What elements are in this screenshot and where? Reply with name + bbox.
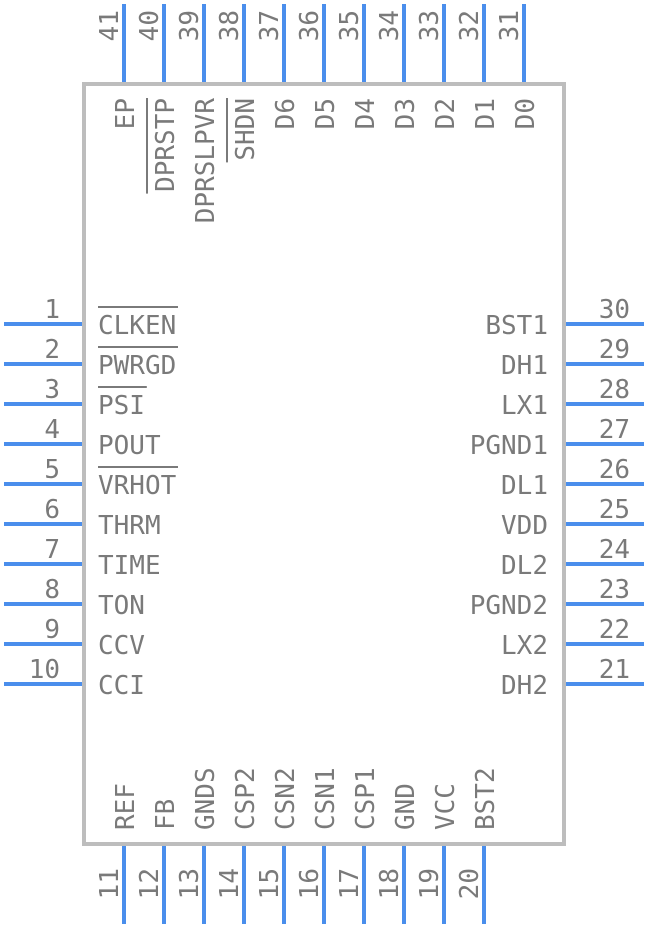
pin-19-number: 19	[415, 868, 445, 899]
pin-24-number: 24	[599, 535, 630, 565]
pin-26-number: 26	[599, 455, 630, 485]
pin-1-label: CLKEN	[98, 311, 176, 341]
pin-20-label: BST2	[471, 767, 501, 830]
pins-layer	[4, 4, 644, 924]
pin-39-number: 39	[175, 10, 205, 41]
pin-17-label: CSP1	[351, 767, 381, 830]
pin-14-label: CSP2	[231, 767, 261, 830]
pin-7-label: TIME	[98, 551, 161, 581]
pin-1-number: 1	[44, 295, 60, 325]
pin-11-number: 11	[95, 868, 125, 899]
pin-33-label: D2	[431, 98, 461, 129]
pin-13-label: GNDS	[191, 767, 221, 830]
pin-6-label: THRM	[98, 511, 161, 541]
pin-29-label: DH1	[501, 351, 548, 381]
pin-34-number: 34	[375, 10, 405, 41]
pin-30-number: 30	[599, 295, 630, 325]
pin-33-number: 33	[415, 10, 445, 41]
pin-23-number: 23	[599, 575, 630, 605]
pin-4-label: POUT	[98, 431, 161, 461]
pin-8-number: 8	[44, 575, 60, 605]
pin-34-label: D3	[391, 98, 421, 129]
pin-5-label: VRHOT	[98, 471, 177, 501]
pin-13-number: 13	[175, 868, 205, 899]
pin-18-label: GND	[391, 783, 421, 830]
pin-5-number: 5	[44, 455, 60, 485]
pin-25-number: 25	[599, 495, 630, 525]
pin-7-number: 7	[44, 535, 60, 565]
pin-9-number: 9	[44, 615, 60, 645]
pin-22-number: 22	[599, 615, 630, 645]
pin-24-label: DL2	[501, 551, 548, 581]
pin-36-label: D5	[311, 98, 341, 129]
pin-20-number: 20	[455, 868, 485, 899]
pin-12-label: FB	[151, 799, 181, 830]
pin-8-label: TON	[98, 591, 145, 621]
pin-9-label: CCV	[98, 631, 145, 661]
pin-16-number: 16	[295, 868, 325, 899]
pin-3-number: 3	[44, 375, 60, 405]
pin-30-label: BST1	[485, 311, 548, 341]
pin-35-number: 35	[335, 10, 365, 41]
pin-23-label: PGND2	[470, 591, 548, 621]
pin-22-label: LX2	[501, 631, 548, 661]
pin-37-number: 37	[255, 10, 285, 41]
pin-6-number: 6	[44, 495, 60, 525]
ic-body	[82, 82, 566, 846]
pin-38-label: SHDN	[231, 98, 261, 161]
pin-27-label: PGND1	[470, 431, 548, 461]
pin-4-number: 4	[44, 415, 60, 445]
pin-38-number: 38	[215, 10, 245, 41]
pin-41-number: 41	[95, 10, 125, 41]
pin-2-label: PWRGD	[98, 351, 176, 381]
pin-39-label: DPRSLPVR	[191, 98, 221, 224]
pin-32-number: 32	[455, 10, 485, 41]
pin-26-label: DL1	[501, 471, 548, 501]
pin-15-label: CSN2	[271, 767, 301, 830]
pin-31-number: 31	[495, 10, 525, 41]
pin-40-label: DPRSTP	[151, 98, 181, 192]
pin-10-number: 10	[29, 655, 60, 685]
pin-15-number: 15	[255, 868, 285, 899]
pin-18-number: 18	[375, 868, 405, 899]
pin-2-number: 2	[44, 335, 60, 365]
pin-12-number: 12	[135, 868, 165, 899]
pin-28-label: LX1	[501, 391, 548, 421]
pin-17-number: 17	[335, 868, 365, 899]
pin-10-label: CCI	[98, 671, 145, 701]
pin-36-number: 36	[295, 10, 325, 41]
pin-32-label: D1	[471, 98, 501, 129]
pin-29-number: 29	[599, 335, 630, 365]
pin-40-number: 40	[135, 10, 165, 41]
pin-14-number: 14	[215, 868, 245, 899]
pin-27-number: 27	[599, 415, 630, 445]
pin-28-number: 28	[599, 375, 630, 405]
pin-19-label: VCC	[431, 783, 461, 830]
pin-31-label: D0	[511, 98, 541, 129]
pin-25-label: VDD	[501, 511, 548, 541]
pin-37-label: D6	[271, 98, 301, 129]
pin-11-label: REF	[111, 783, 141, 830]
pin-35-label: D4	[351, 98, 381, 129]
pin-16-label: CSN1	[311, 767, 341, 830]
pin-21-number: 21	[599, 655, 630, 685]
pin-41-label: EP	[111, 98, 141, 129]
pin-21-label: DH2	[501, 671, 548, 701]
pin-3-label: PSI	[98, 391, 145, 421]
